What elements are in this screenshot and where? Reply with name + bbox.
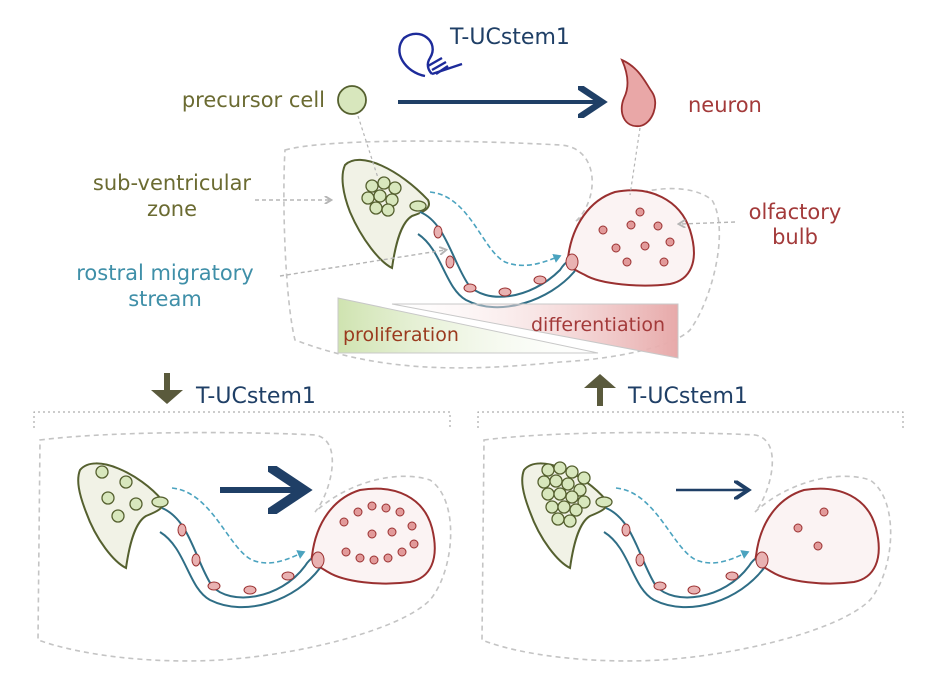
up-arrow-icon [584, 374, 616, 406]
migration-path-right [615, 487, 750, 564]
proliferation-gradient [337, 297, 599, 354]
migration-path-left [171, 487, 306, 564]
proliferation-label: proliferation [343, 324, 459, 346]
olfactory-bulb-right [754, 487, 880, 585]
svz-label-line1: sub-ventricular [93, 171, 252, 195]
cell-leaving-svz-right [595, 496, 613, 508]
down-arrow-icon [151, 373, 183, 404]
precursor-cell-label: precursor cell [182, 88, 325, 112]
rms-label-line2: stream [128, 287, 202, 311]
neurons-right [793, 507, 829, 551]
bracket-left [33, 411, 451, 428]
tucstem-top-label: T-UCstem1 [449, 25, 570, 50]
brain-outline-left [37, 431, 452, 662]
precursor-cluster-top [361, 176, 402, 217]
neurons-top [598, 207, 675, 267]
neurons-left [339, 501, 419, 565]
pointer-precursor [357, 115, 379, 179]
precursor-cell-icon [337, 85, 367, 115]
neuron-label: neuron [688, 93, 762, 117]
migrating-cells-left [177, 523, 295, 595]
differentiation-gradient [391, 303, 679, 359]
migrating-cells-top [433, 225, 547, 297]
svz-label-line2: zone [147, 197, 197, 221]
precursor-cells-left [95, 465, 143, 523]
bracket-right [477, 411, 904, 428]
entry-cell-top [565, 253, 579, 271]
brain-outline-top [283, 140, 721, 369]
entry-cell-right [755, 551, 769, 569]
entry-cell-left [311, 551, 325, 569]
migrating-cells-right [621, 523, 739, 595]
tucstem-up-label: T-UCstem1 [627, 384, 748, 409]
rna-hairpin-icon [398, 32, 463, 78]
migration-path-top [429, 191, 562, 267]
bottom-right-panel [481, 431, 892, 662]
differentiation-label: differentiation [531, 314, 665, 336]
olfactory-label-line1: olfactory [749, 200, 842, 224]
rms-left [159, 507, 328, 609]
cell-leaving-svz-left [151, 496, 169, 508]
cell-leaving-svz-top [409, 200, 427, 212]
top-panel [255, 32, 736, 369]
rms-label-line1: rostral migratory [76, 261, 253, 285]
pointer-olfactory [680, 222, 736, 224]
precursor-cells-right [537, 461, 591, 528]
pointer-neuron [629, 127, 641, 196]
tucstem-down-label: T-UCstem1 [195, 384, 316, 409]
bottom-left-panel [37, 431, 452, 662]
neuron-icon [620, 58, 657, 127]
pointer-rms [279, 250, 445, 277]
olfactory-label-line2: bulb [772, 225, 818, 249]
rms-right [603, 507, 772, 609]
